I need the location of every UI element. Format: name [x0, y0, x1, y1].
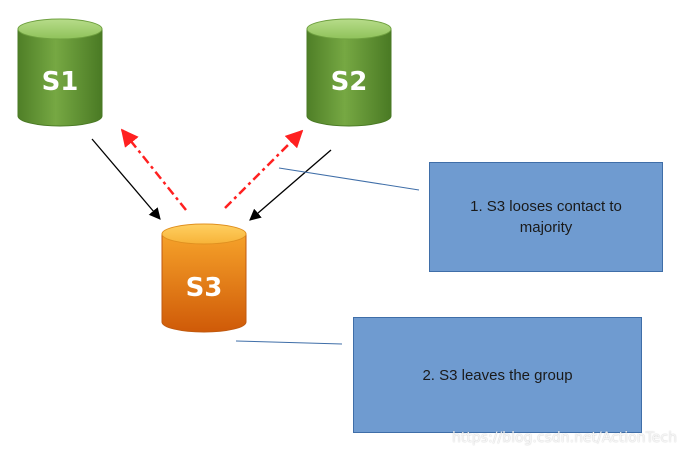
s3-cylinder-top	[161, 223, 247, 245]
s1-cylinder-body	[17, 28, 103, 127]
lost-contact-arrow-s3-to-s1	[120, 128, 187, 211]
callout-contact-lost-text: 1. S3 looses contact to majority	[470, 198, 622, 236]
callout-contact-lost: 1. S3 looses contact to majority	[429, 162, 663, 272]
node-s3: S3	[161, 223, 247, 333]
s3-label: S3	[186, 273, 223, 303]
s2-cylinder-top	[306, 18, 392, 40]
node-s1: S1	[17, 18, 103, 127]
s1-label: S1	[42, 67, 79, 97]
arrow-s1-to-s3	[91, 138, 161, 220]
node-s2: S2	[306, 18, 392, 127]
s1-cylinder-top	[17, 18, 103, 40]
lost-contact-arrow-s3-to-s2	[224, 129, 304, 209]
s2-label: S2	[331, 67, 368, 97]
callout-leaves-group-text: 2. S3 leaves the group	[422, 366, 573, 384]
callout-leaves-group: 2. S3 leaves the group	[353, 317, 642, 433]
arrow-s2-to-s3	[249, 149, 332, 221]
callout-1-connector	[278, 167, 420, 191]
s3-cylinder-body	[161, 233, 247, 333]
callout-2-connector	[235, 340, 343, 345]
watermark: https://blog.csdn.net/ActionTech	[452, 430, 677, 446]
s2-cylinder-body	[306, 28, 392, 127]
